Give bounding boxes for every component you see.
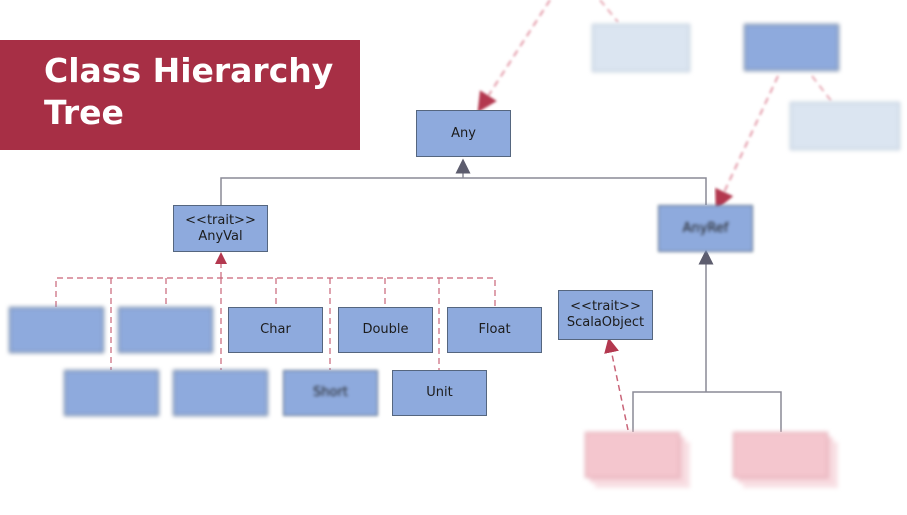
class-double-label: Double	[362, 322, 409, 337]
anyref-dependency-arrow	[715, 75, 779, 211]
class-unit: Unit	[392, 370, 487, 416]
class-short-label: Short	[313, 385, 348, 400]
class-char-label: Char	[260, 322, 291, 337]
title-banner: Class Hierarchy Tree	[0, 40, 360, 150]
class-box-blurred-top-right	[744, 24, 839, 71]
note-blurred-top	[592, 24, 690, 72]
class-anyref-label: AnyRef	[682, 220, 729, 236]
class-char: Char	[228, 307, 323, 353]
anyref-subclass-lines	[632, 249, 782, 432]
class-anyval-label: AnyVal	[198, 228, 243, 244]
note-connector-right	[811, 75, 833, 103]
note-blurred-right	[790, 102, 900, 150]
class-anyval-stereotype: <<trait>>	[185, 212, 256, 228]
class-unit-label: Unit	[426, 385, 453, 400]
class-box-blurred-4	[173, 370, 268, 416]
class-any: Any	[416, 110, 511, 157]
note-connector-top	[599, 0, 619, 23]
class-box-blurred-2	[118, 307, 213, 353]
class-float: Float	[447, 307, 542, 353]
class-scalaobject-label: ScalaObject	[566, 315, 645, 330]
class-anyval: <<trait>> AnyVal	[173, 205, 268, 252]
class-double: Double	[338, 307, 433, 353]
class-float-label: Float	[478, 322, 511, 337]
class-box-blurred-3	[64, 370, 159, 416]
class-anyref: AnyRef	[658, 205, 753, 252]
top-dependency-arrow	[477, 0, 551, 113]
class-box-blurred-1	[9, 307, 104, 353]
any-inheritance-lines	[220, 158, 707, 205]
anyval-subclass-lines	[55, 252, 496, 370]
scalaobject-dependency-arrow	[604, 337, 629, 431]
banner-title: Class Hierarchy Tree	[44, 51, 334, 132]
class-scalaobject: <<trait>> ScalaObject	[558, 290, 653, 340]
class-any-label: Any	[451, 125, 476, 141]
user-classes-stack-2	[733, 432, 828, 478]
user-classes-stack-1	[585, 432, 680, 478]
class-scalaobject-stereotype: <<trait>>	[570, 299, 641, 314]
class-short: Short	[283, 370, 378, 416]
